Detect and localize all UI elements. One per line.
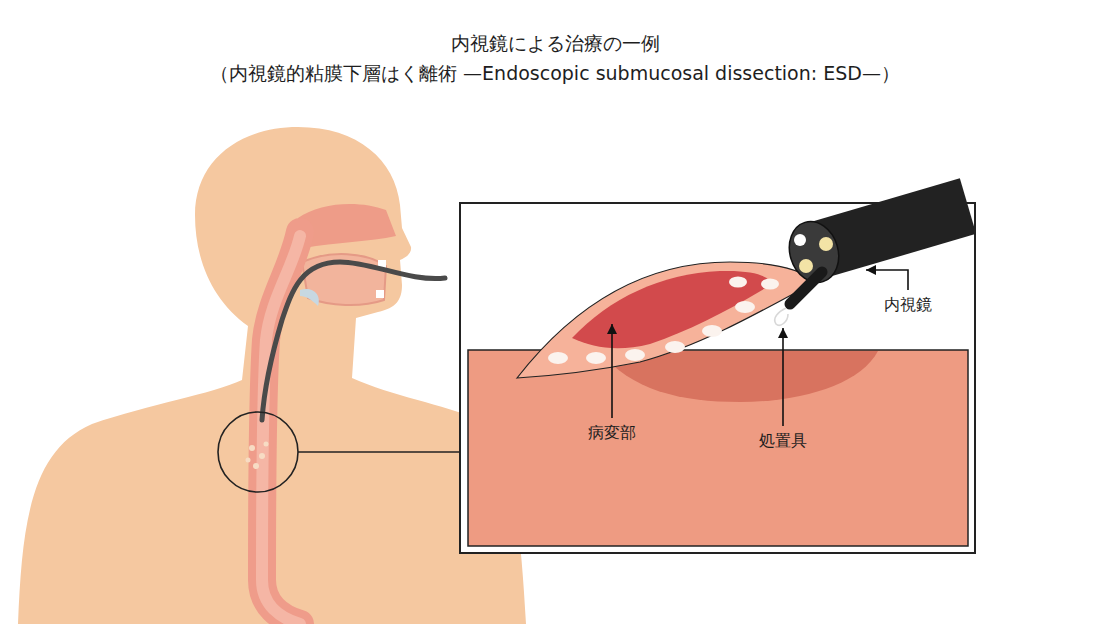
marking-dot bbox=[665, 341, 685, 353]
part-label: 内視鏡 bbox=[884, 295, 932, 315]
marking-dot bbox=[548, 352, 568, 364]
lesion-dot bbox=[253, 463, 259, 469]
endoscope-tube bbox=[262, 262, 445, 420]
marking-dot bbox=[586, 352, 606, 364]
lesion-dot bbox=[259, 453, 265, 459]
lesion bbox=[572, 271, 772, 348]
mucosa-flap bbox=[517, 262, 815, 378]
marking-dot bbox=[735, 301, 755, 313]
lesion-dot bbox=[249, 445, 255, 451]
lesion-spot bbox=[246, 442, 269, 470]
mucosa-tissue bbox=[468, 350, 968, 546]
epiglottis bbox=[300, 289, 319, 306]
subtitle: （内視鏡的粘膜下層はく離術 —Endoscopic submucosal dis… bbox=[210, 62, 900, 86]
marking-dot bbox=[729, 277, 747, 288]
lesion-dot bbox=[246, 458, 251, 463]
endoscope-light bbox=[799, 259, 813, 273]
magnifier-link bbox=[298, 451, 460, 453]
marking-dot bbox=[625, 349, 645, 361]
tool-knife bbox=[775, 308, 788, 325]
endoscope-lens bbox=[794, 234, 806, 246]
magnifier-circle bbox=[218, 412, 298, 492]
inset-panel bbox=[460, 203, 975, 553]
endoscope-shaft bbox=[818, 206, 968, 250]
lower-teeth bbox=[376, 290, 384, 298]
part-label: 処置具 bbox=[759, 431, 807, 451]
marking-dots bbox=[548, 277, 779, 365]
part-label: 病変部 bbox=[588, 423, 636, 443]
nasal-cavity bbox=[298, 204, 396, 248]
lesion-dot bbox=[264, 442, 269, 447]
endoscope-light bbox=[819, 237, 833, 251]
leader-line bbox=[782, 328, 784, 426]
leader-line bbox=[866, 270, 908, 290]
treatment-tool bbox=[790, 272, 822, 304]
title: 内視鏡による治療の一例 bbox=[451, 32, 660, 56]
marking-dot bbox=[761, 279, 779, 290]
body-silhouette bbox=[18, 127, 526, 624]
marking-dot bbox=[702, 325, 722, 337]
leader-line bbox=[611, 324, 613, 418]
